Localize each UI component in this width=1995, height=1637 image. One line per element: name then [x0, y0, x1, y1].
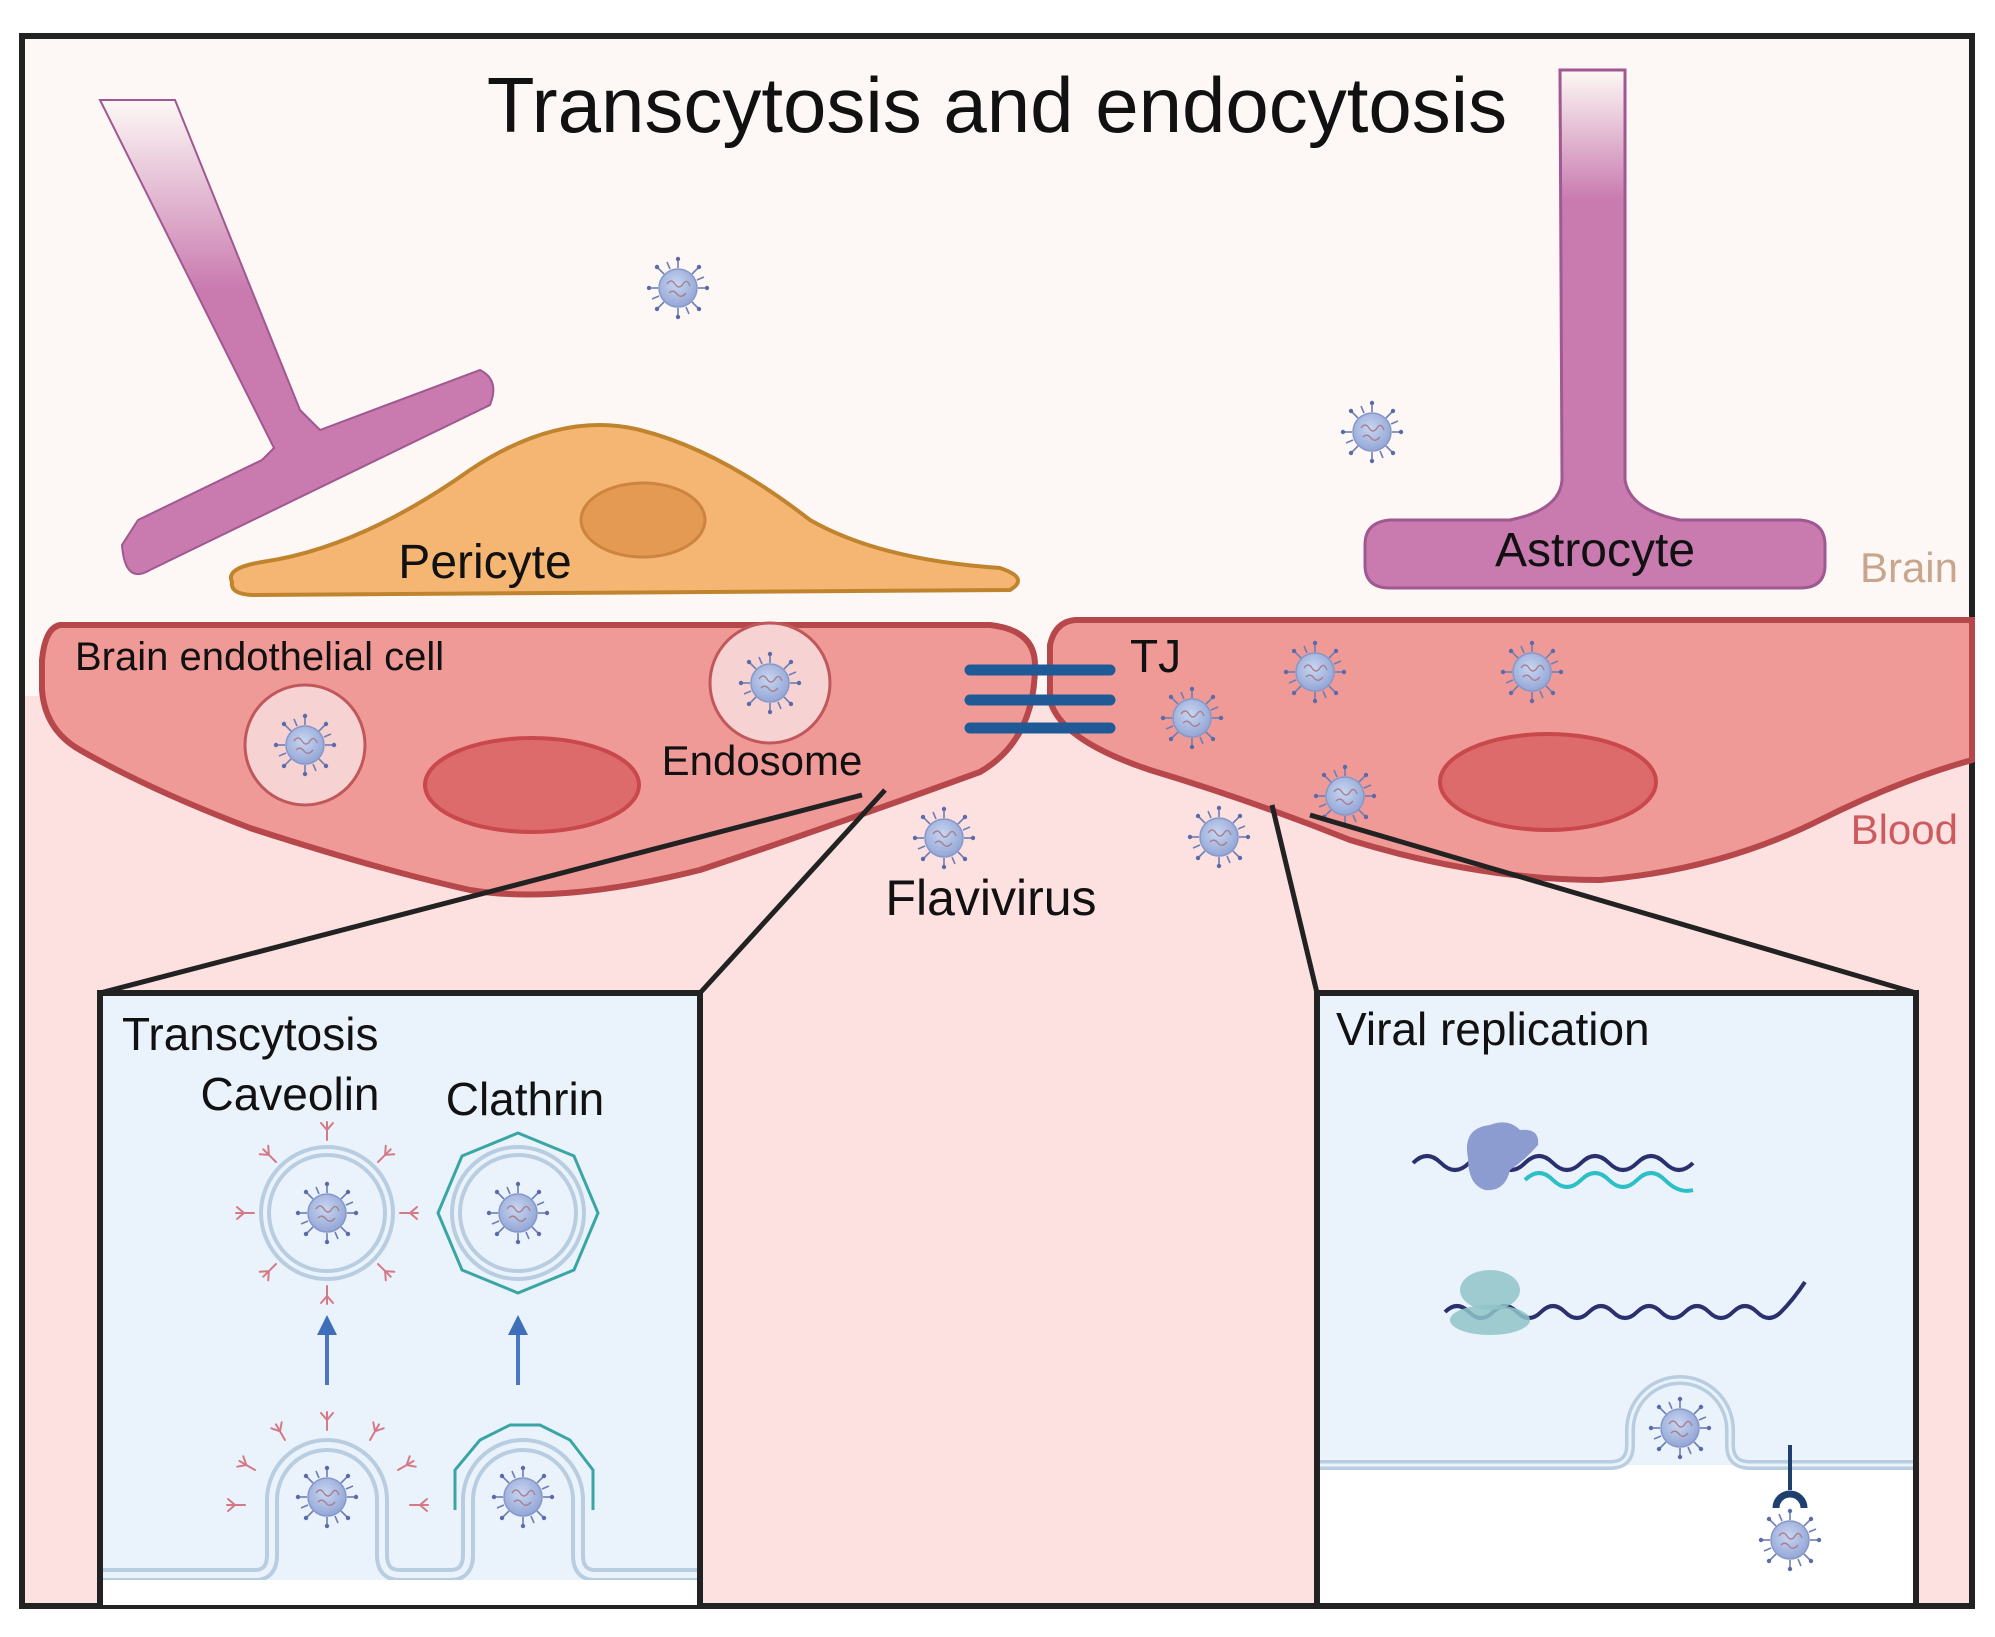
- virus-particle: [1648, 1396, 1712, 1460]
- virus-particle: [911, 805, 977, 871]
- virus-particle: [645, 255, 711, 321]
- virus-particle: [294, 1465, 360, 1529]
- astrocyte-process-left: [98, 99, 495, 576]
- arrow-up-icon: [508, 1315, 528, 1385]
- virus-particle: [1160, 685, 1224, 751]
- transcytosis-inset: Transcytosis Caveolin Clathrin: [97, 990, 703, 1609]
- transcytosis-label: Transcytosis: [122, 1008, 378, 1060]
- virus-particle: [1283, 639, 1347, 705]
- virus-particle: [1500, 639, 1564, 705]
- outer-frame: [19, 33, 1975, 1609]
- virus-particle: [1758, 1508, 1822, 1572]
- flavivirus-label: Flavivirus: [885, 870, 1096, 926]
- endosome-label: Endosome: [662, 737, 863, 784]
- blood-label: Blood: [1851, 806, 1958, 853]
- virus-particle: [1340, 399, 1404, 465]
- clathrin-coat: [453, 1423, 595, 1510]
- viral-replication-label: Viral replication: [1336, 1003, 1650, 1055]
- diagram-title: Transcytosis and endocytosis: [487, 61, 1507, 149]
- endothelial-nucleus-right: [1438, 732, 1658, 832]
- clathrin-label: Clathrin: [446, 1073, 605, 1125]
- astrocyte-label: Astrocyte: [1495, 524, 1695, 577]
- viral-replication-inset: Viral replication: [1314, 990, 1919, 1609]
- endothelial-label: Brain endothelial cell: [75, 635, 444, 679]
- viral-rna-strand: [1411, 1154, 1695, 1193]
- pericyte-label: Pericyte: [398, 536, 571, 589]
- polymerase-icon: [1466, 1122, 1539, 1191]
- caveolin-label: Caveolin: [201, 1068, 380, 1120]
- endosome: [708, 621, 832, 745]
- ribosome-icon: [1450, 1270, 1530, 1335]
- virus-particle: [1187, 804, 1251, 870]
- virus-particle: [490, 1465, 556, 1529]
- tight-junction: [964, 664, 1116, 734]
- clathrin-vesicle: [436, 1131, 600, 1295]
- pericyte-nucleus: [579, 481, 707, 559]
- endosome: [243, 683, 367, 807]
- callout-lines: [99, 788, 1917, 996]
- arrow-up-icon: [317, 1315, 337, 1385]
- brain-label: Brain: [1860, 544, 1958, 591]
- receptor-icon: [1772, 1445, 1808, 1509]
- caveolin-vesicle: [235, 1121, 419, 1305]
- tight-junction-label: TJ: [1130, 630, 1181, 682]
- pericyte: Pericyte: [228, 423, 1020, 598]
- endothelial-nucleus-left: [423, 736, 641, 834]
- endothelial-cell-left: Brain endothelial cell Endosome: [39, 621, 1039, 898]
- astrocyte: Astrocyte: [1363, 68, 1827, 590]
